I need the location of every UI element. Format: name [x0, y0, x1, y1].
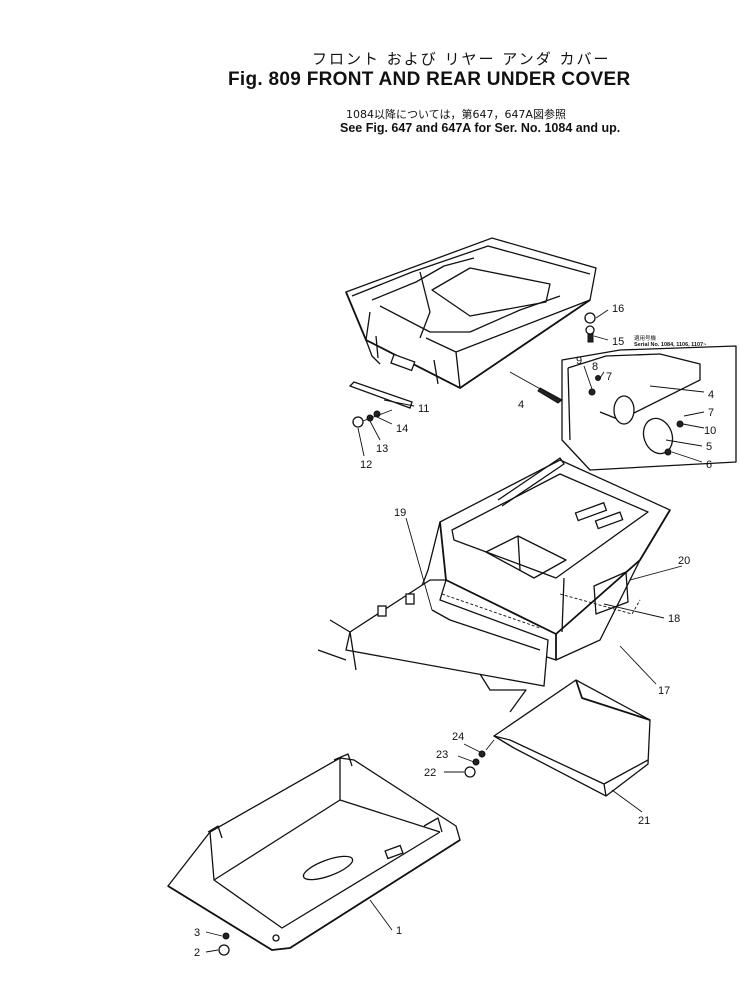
note-english: See Fig. 647 and 647A for Ser. No. 1084 …: [340, 121, 621, 135]
callout-1: 1: [396, 925, 402, 937]
callout-15: 15: [612, 336, 624, 348]
title-english: Fig. 809 FRONT AND REAR UNDER COVER: [228, 69, 631, 90]
bolts-22-24: [444, 739, 643, 813]
callout-19: 19: [394, 507, 406, 519]
callout-2: 2: [194, 947, 200, 959]
callout-16: 16: [612, 303, 624, 315]
inset-label-jp: 適用号機: [634, 334, 657, 342]
callout-labels: 1 2 3 4 4 5 6 7 7 8 9 10 11 12 13 14 15 …: [194, 303, 716, 959]
title-japanese: フロント および リヤー アンダ カバー: [312, 50, 611, 68]
rear-box-17: [411, 457, 671, 661]
callout-20: 20: [678, 555, 690, 567]
callout-14: 14: [396, 423, 408, 435]
bracket-and-bolts: [348, 381, 415, 457]
bolt-15-16: [584, 309, 609, 343]
callout-4a: 4: [518, 399, 524, 411]
callout-8: 8: [592, 361, 598, 373]
callout-9: 9: [576, 355, 582, 367]
callout-23: 23: [436, 749, 448, 761]
callout-18: 18: [668, 613, 680, 625]
callout-4b: 4: [708, 389, 714, 401]
callout-22: 22: [424, 767, 436, 779]
callout-12: 12: [360, 459, 372, 471]
skid-19: [317, 579, 549, 713]
inset-label-en: Serial No. 1084, 1106, 1107~: [634, 342, 706, 348]
callout-7b: 7: [708, 407, 714, 419]
callout-24: 24: [452, 731, 464, 743]
front-under-cover-upper: [345, 237, 597, 389]
inset-variation: 適用号機 Serial No. 1084, 1106, 1107~: [561, 334, 737, 471]
callout-17: 17: [658, 685, 670, 697]
callout-3: 3: [194, 927, 200, 939]
callout-13: 13: [376, 443, 388, 455]
bottom-tray-1: [167, 753, 461, 956]
callout-10: 10: [704, 425, 716, 437]
note-japanese: 1084以降については，第647，647A図参照: [346, 108, 566, 121]
callout-11: 11: [418, 403, 429, 415]
callout-5: 5: [706, 441, 712, 453]
callout-6: 6: [706, 459, 712, 471]
plate-21: [492, 679, 651, 797]
callout-7a: 7: [606, 371, 612, 383]
callout-21: 21: [638, 815, 650, 827]
